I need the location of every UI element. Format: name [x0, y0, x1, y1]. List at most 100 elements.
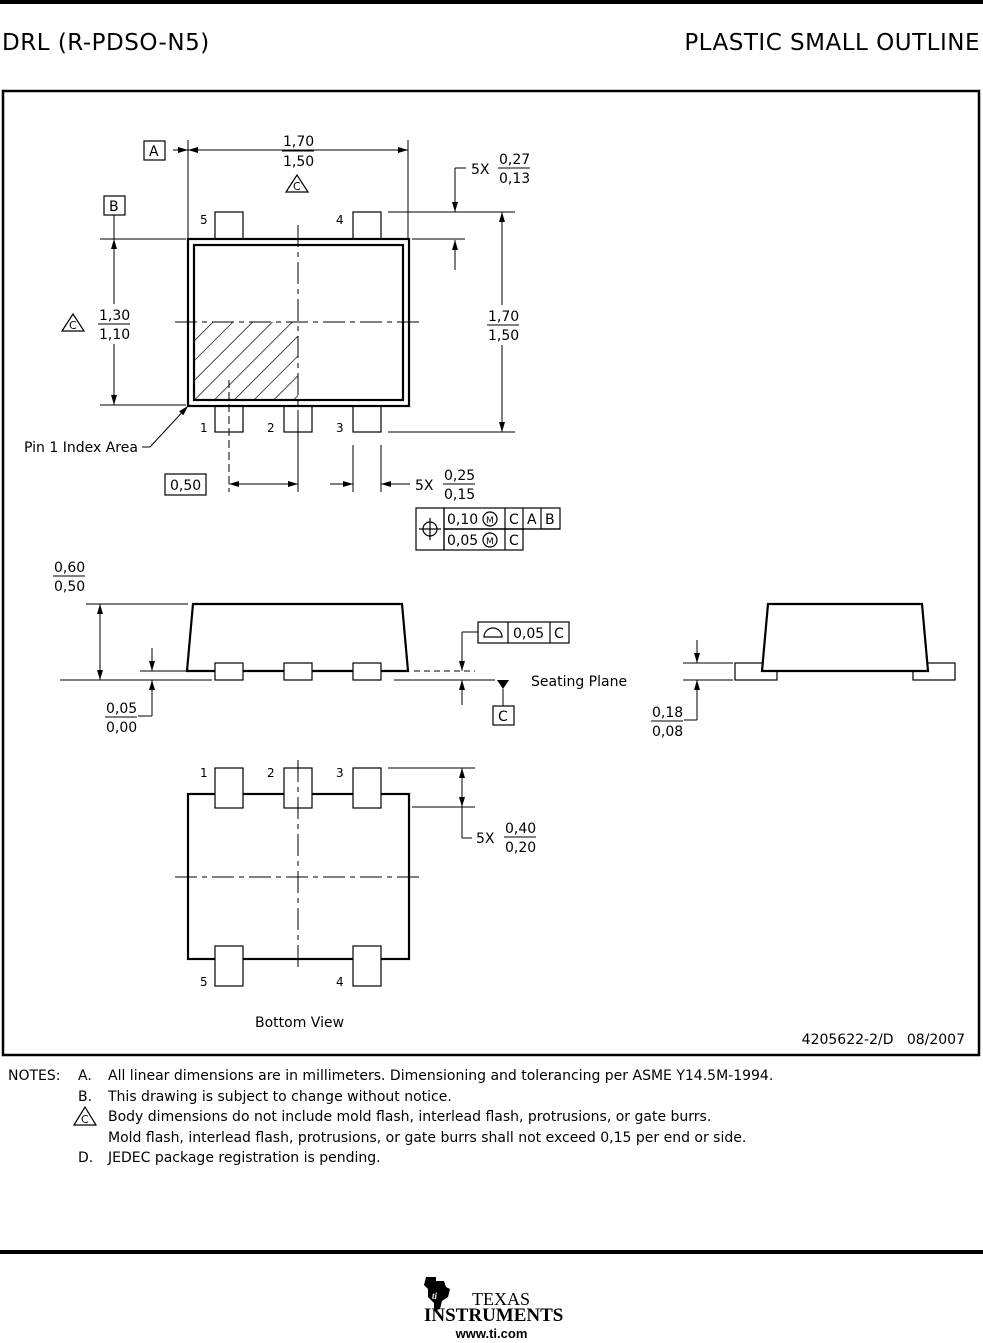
svg-text:C: C: [69, 319, 77, 332]
side-height-min: 0,50: [54, 579, 85, 595]
side-view: [185, 602, 410, 681]
side-lead: [283, 662, 313, 681]
body-height-min: 1,10: [99, 327, 130, 343]
datum-a-label: A: [149, 144, 159, 160]
overall-height-max: 1,70: [488, 309, 519, 325]
seating-plane-triangle-icon: [497, 680, 509, 689]
datum-a-box: [143, 140, 166, 161]
note-letter: D.: [78, 1150, 94, 1166]
notes: NOTES: A. All linear dimensions are in m…: [8, 1066, 773, 1169]
pin-label: 1: [200, 421, 208, 435]
note-letter: B.: [78, 1088, 93, 1105]
note-row: C Body dimensions do not include mold fl…: [8, 1105, 773, 1128]
bottom-view-label: Bottom View: [255, 1015, 344, 1031]
body-height-max: 1,30: [99, 308, 130, 324]
standoff-min: 0,00: [106, 720, 137, 736]
note-row: D. JEDEC package registration is pending…: [8, 1148, 773, 1169]
drawing-frame: [1, 89, 981, 1057]
bottom-lead: [352, 767, 382, 809]
datum-c-box: [492, 705, 515, 726]
side-height-max: 0,60: [54, 560, 85, 576]
pin-label: 2: [267, 421, 275, 435]
note-letter: A.: [78, 1068, 92, 1084]
package-title: DRL (R-PDSO-N5): [2, 30, 210, 56]
texas-state-icon: [424, 1277, 450, 1311]
bottom-lead: [352, 945, 382, 987]
note-row: NOTES: A. All linear dimensions are in m…: [8, 1066, 773, 1087]
notes-heading: NOTES:: [8, 1068, 61, 1084]
pin-label: 3: [336, 766, 344, 780]
mmc-icon: [482, 511, 498, 527]
pin1-index-area: [194, 322, 298, 400]
bottom-view-pin-numbers: 1 2 3 5 4: [200, 766, 344, 989]
svg-text:C: C: [81, 1113, 89, 1126]
flatness-datum: C: [554, 626, 564, 642]
ti-url: www.ti.com: [455, 1326, 528, 1341]
datum-b-label: B: [109, 199, 119, 215]
seating-plane-label: Seating Plane: [531, 674, 627, 690]
pin-label: 4: [336, 213, 344, 227]
pin-label: 5: [200, 975, 208, 989]
note-row: B. This drawing is subject to change wit…: [8, 1087, 773, 1108]
profile-of-surface-icon: [483, 627, 503, 638]
overall-height-min: 1,50: [488, 328, 519, 344]
lead-thickness-min: 0,08: [652, 724, 683, 740]
fcf-modifier: M: [486, 537, 494, 547]
lead-5-top: [214, 211, 244, 240]
mmc-icon: [482, 532, 498, 548]
pin-label: 5: [200, 213, 208, 227]
top-view-pin-numbers: 5 4 1 2 3: [200, 213, 344, 435]
logo-line2: Instruments: [424, 1305, 563, 1323]
fcf-tolerance-1: 0,10: [447, 512, 478, 528]
end-body: [760, 602, 930, 673]
fcf-datum: B: [545, 512, 555, 528]
lead-width-bottom-qty: 5X: [415, 478, 434, 494]
flatness-tolerance: 0,05: [513, 626, 544, 642]
bottom-lead: [214, 945, 244, 987]
lead-width-bottom-min: 0,15: [444, 487, 475, 503]
package-type: PLASTIC SMALL OUTLINE: [684, 30, 980, 56]
lead-3-top: [352, 404, 382, 433]
lead-width-bottom-max: 0,25: [444, 468, 475, 484]
lead-width-top-qty: 5X: [471, 162, 490, 178]
lead-thickness-max: 0,18: [652, 705, 683, 721]
pin1-index-label: Pin 1 Index Area: [24, 440, 138, 456]
pitch-basic-box: [164, 473, 207, 496]
ti-logo: ti Texas Instruments: [424, 1277, 563, 1323]
side-body: [185, 602, 410, 673]
note-text: This drawing is subject to change withou…: [108, 1088, 452, 1105]
end-view: [734, 602, 956, 681]
position-tolerance-icon: [419, 518, 441, 540]
top-view: [175, 211, 422, 492]
pin1-index-leader: [149, 405, 189, 448]
datum-c-label: C: [498, 709, 508, 725]
note-text: Body dimensions do not include mold flas…: [108, 1109, 712, 1125]
logo-line1: Texas: [472, 1289, 530, 1309]
lead-length-max: 0,40: [505, 821, 536, 837]
drawing-number: 4205622-2/D 08/2007: [802, 1032, 965, 1048]
pitch-value: 0,50: [170, 478, 201, 494]
top-width-max: 1,70: [283, 134, 314, 150]
note-row: Mold flash, interlead flash, protrusions…: [8, 1128, 773, 1149]
note-letter: [78, 1128, 108, 1149]
pin-label: 3: [336, 421, 344, 435]
top-width-min: 1,50: [283, 154, 314, 170]
package-drawing: 5 4 1 2 3 A 1,70 1,50 C 5X 0,27 0,13 1,7…: [1, 89, 981, 1057]
fcf-modifier: M: [486, 516, 494, 526]
bottom-lead: [214, 767, 244, 809]
fcf-datum: A: [527, 512, 537, 528]
bottom-view: [175, 760, 422, 987]
svg-text:C: C: [293, 180, 301, 193]
pin-label: 2: [267, 766, 275, 780]
side-lead: [214, 662, 244, 681]
fcf-tolerance-2: 0,05: [447, 533, 478, 549]
note-c-triangle-icon: C: [60, 312, 86, 332]
side-lead: [352, 662, 382, 681]
standoff-max: 0,05: [106, 701, 137, 717]
svg-text:ti: ti: [432, 1291, 438, 1301]
note-c-triangle-icon: C: [284, 173, 310, 193]
fcf-datum: C: [509, 533, 519, 549]
feature-control-frame: [415, 507, 561, 551]
note-text: JEDEC package registration is pending.: [108, 1150, 381, 1166]
lead-width-top-min: 0,13: [499, 171, 530, 187]
